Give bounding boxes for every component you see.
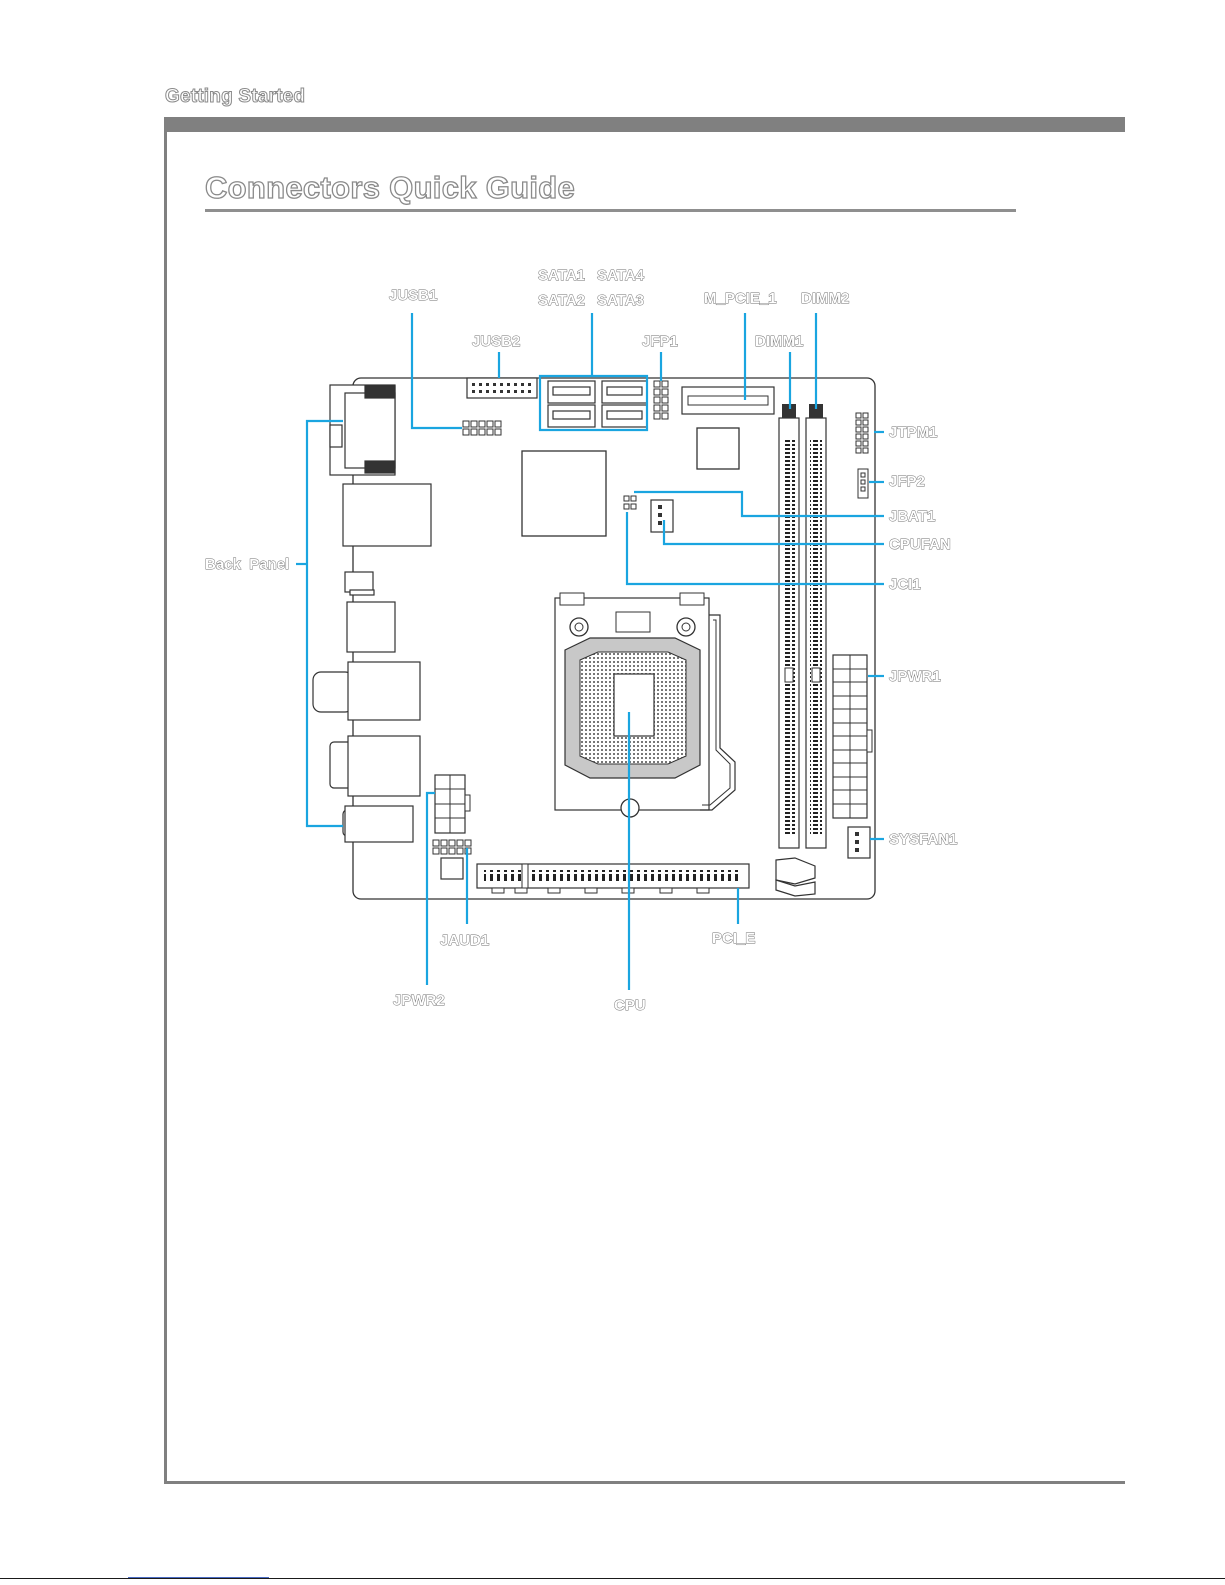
label-jci1: JCI1 [889,576,921,593]
label-sata4: SATA4 [597,267,645,284]
label-m-pcie-1: M_PCIE_1 [704,290,777,307]
label-sata2: SATA2 [538,292,585,309]
cpufan-connector [651,500,673,532]
label-cpu: CPU [614,997,646,1014]
cpu-socket [555,593,735,817]
label-jpwr1: JPWR1 [889,668,941,685]
dimm2-slot [806,404,826,848]
jusb2-header [467,378,537,398]
label-sata1: SATA1 [538,267,585,284]
label-back-panel: Back Panel [205,556,289,573]
sysfan1-connector [848,827,870,858]
dimm1-slot [779,404,799,848]
jpwr1-connector [833,655,872,818]
dimm-clips [776,858,815,896]
jpwr2-connector [435,775,470,833]
footer-base-line [0,1578,1225,1579]
label-jfp1: JFP1 [642,333,678,350]
label-jfp2: JFP2 [889,473,925,490]
label-jusb2: JUSB2 [472,333,520,350]
label-jaud1: JAUD1 [440,932,489,949]
label-sysfan1: SYSFAN1 [889,831,957,848]
label-dimm2: DIMM2 [801,290,849,307]
label-jbat1: JBAT1 [889,508,935,525]
chipset [522,451,606,536]
io-chip [697,428,739,469]
label-cpufan: CPUFAN [889,536,951,553]
label-pci-e: PCI_E [712,930,755,947]
label-sata3: SATA3 [597,292,644,309]
label-jpwr2: JPWR2 [393,992,445,1009]
label-dimm1: DIMM1 [755,333,803,350]
label-jtpm1: JTPM1 [889,424,937,441]
m-pcie-slot [682,387,774,414]
small-chip [441,858,463,879]
label-jusb1: JUSB1 [389,287,437,304]
jfp2-header [858,469,868,498]
